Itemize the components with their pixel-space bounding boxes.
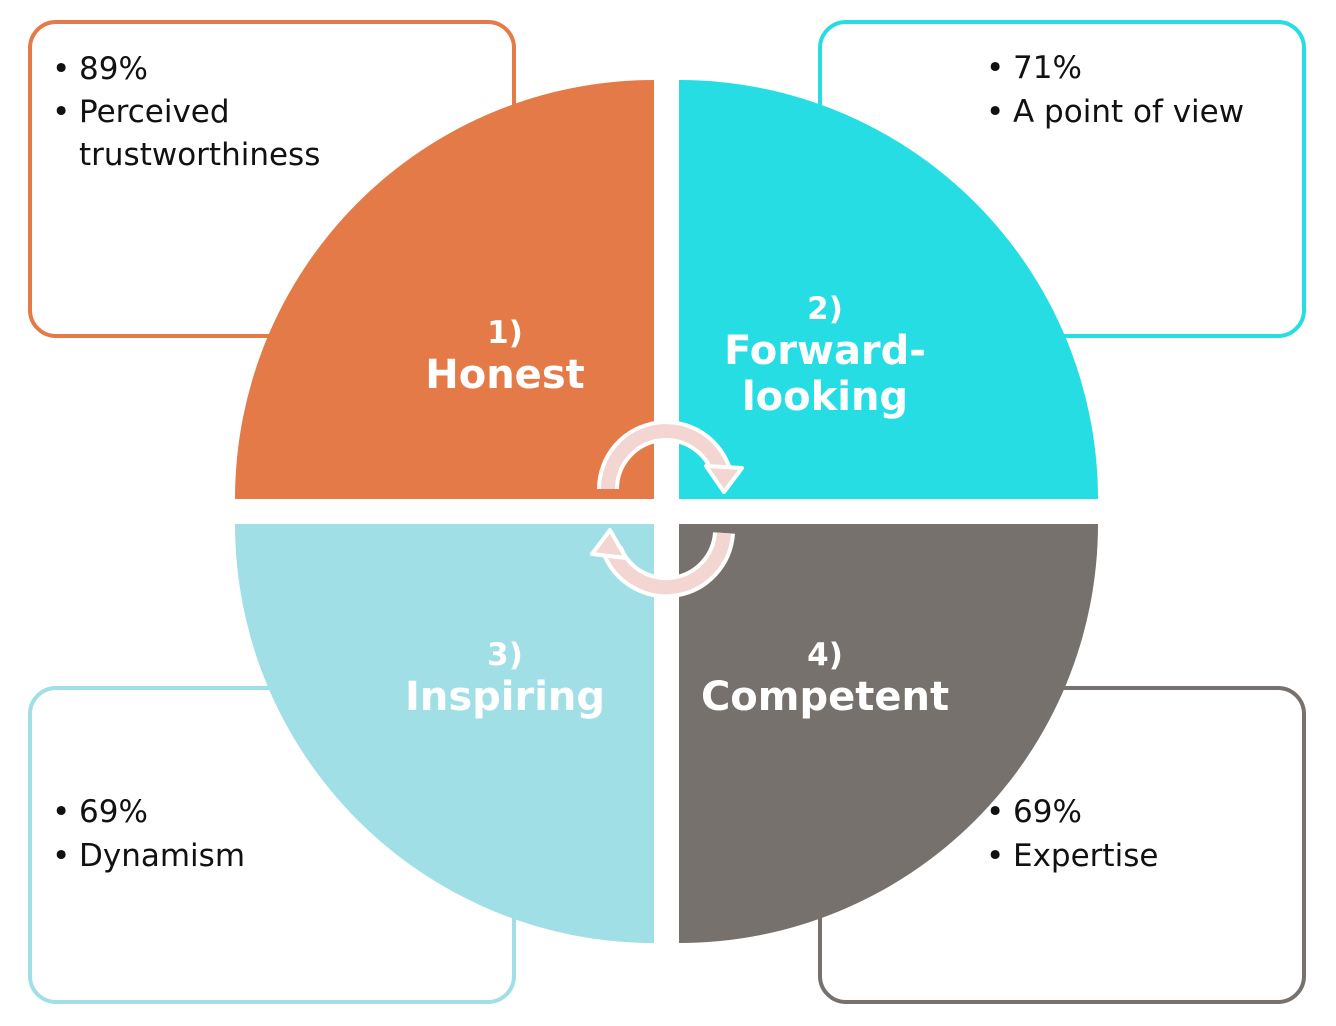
forward-looking-title-line-2: looking: [741, 374, 909, 420]
cycle-arrow-top-icon: [597, 420, 744, 494]
competent-title: Competent: [700, 674, 950, 720]
honest-percentage: 89%: [52, 48, 382, 91]
forward-looking-title-line-1: Forward-: [724, 328, 926, 374]
quadrant-inspiring: [235, 524, 654, 943]
inspiring-label: 3) Inspiring: [380, 636, 630, 720]
cycle-arrows: [590, 420, 744, 599]
competent-bullets: 69% Expertise: [986, 790, 1286, 878]
competent-number: 4): [807, 637, 843, 673]
quadrant-competent: [679, 524, 1098, 943]
inspiring-bullets: 69% Dynamism: [52, 790, 352, 878]
quadrant-honest: [235, 80, 654, 499]
inspiring-title: Inspiring: [404, 674, 606, 720]
forward-looking-number: 2): [807, 291, 843, 327]
competent-percentage: 69%: [986, 790, 1286, 834]
competent-label: 4) Competent: [690, 636, 960, 720]
honest-bullets: 89% Perceived trustworthiness: [52, 48, 382, 177]
inspiring-description: Dynamism: [52, 834, 352, 878]
quadrant-forward-looking: [679, 80, 1098, 499]
competent-description: Expertise: [986, 834, 1286, 878]
inspiring-percentage: 69%: [52, 790, 352, 834]
honest-description: Perceived trustworthiness: [52, 91, 382, 177]
forward-looking-percentage: 71%: [986, 46, 1286, 90]
cycle-arrow-bottom-icon: [590, 528, 735, 599]
forward-looking-description: A point of view: [986, 90, 1286, 134]
honest-number: 1): [487, 315, 523, 351]
forward-looking-label: 2) Forward- looking: [690, 290, 960, 420]
forward-looking-bullets: 71% A point of view: [986, 46, 1286, 134]
honest-label: 1) Honest: [380, 314, 630, 398]
inspiring-number: 3): [487, 637, 523, 673]
honest-title: Honest: [425, 352, 585, 398]
